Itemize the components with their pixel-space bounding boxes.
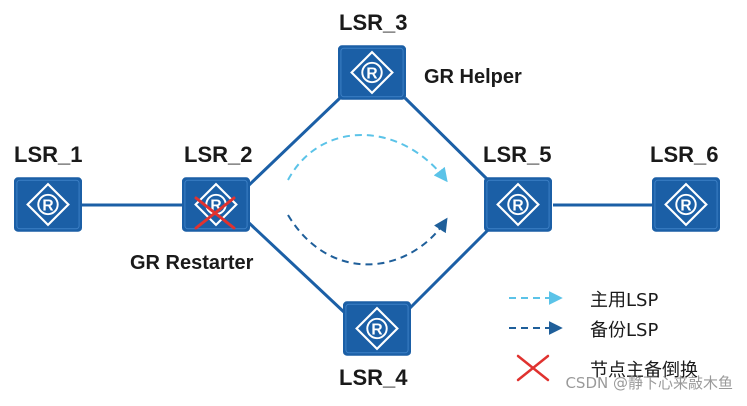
legend-switchover-icon <box>516 354 550 382</box>
router-lsr1-icon <box>14 177 82 232</box>
router-lsr2-icon <box>182 177 250 232</box>
node-label-lsr3: LSR_3 <box>339 10 408 35</box>
router-lsr4-icon <box>343 301 411 356</box>
links <box>82 96 652 315</box>
link-lsr3-lsr5 <box>403 96 490 182</box>
node-label-lsr2: LSR_2 <box>184 142 253 167</box>
watermark: CSDN @静下心来敲木鱼 <box>565 374 733 392</box>
router-lsr6-icon <box>652 177 720 232</box>
legend-switchover-label: 节点主备倒换 <box>590 360 698 381</box>
primary-lsp-path <box>287 134 448 183</box>
switchover-mark-icon <box>194 196 236 230</box>
node-label-lsr5: LSR_5 <box>483 142 552 167</box>
link-lsr4-lsr5 <box>403 228 490 315</box>
link-lsr2-lsr3 <box>246 96 342 188</box>
node-label-lsr6: LSR_6 <box>650 142 719 167</box>
backup-lsp-path <box>287 214 448 266</box>
router-lsr5-icon <box>484 177 552 232</box>
link-lsr2-lsr4 <box>246 220 347 315</box>
role-label-gr-restarter: GR Restarter <box>130 252 254 274</box>
role-label-gr-helper: GR Helper <box>424 66 522 88</box>
legend-primary-label: 主用LSP <box>590 290 659 311</box>
legend-backup-label: 备份LSP <box>590 320 659 341</box>
router-lsr3-icon <box>338 45 406 100</box>
node-label-lsr1: LSR_1 <box>14 142 83 167</box>
node-label-lsr4: LSR_4 <box>339 365 408 390</box>
